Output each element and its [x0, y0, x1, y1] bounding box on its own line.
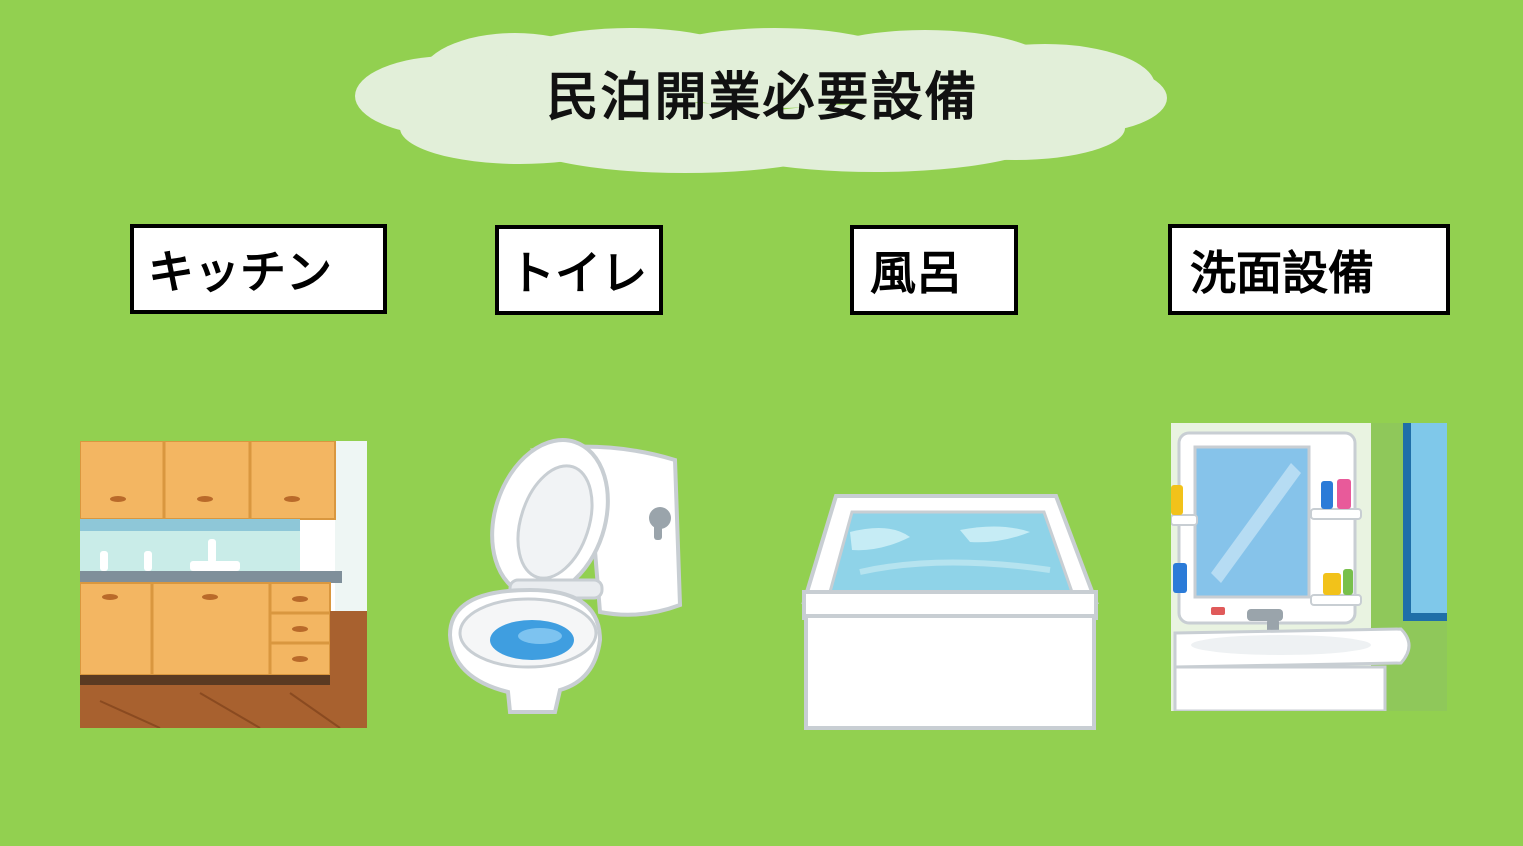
- label-toilet-text: トイレ: [509, 246, 647, 300]
- label-kitchen-text: キッチン: [148, 245, 332, 299]
- kitchen-illustration: [79, 440, 367, 729]
- toilet-illustration: [440, 430, 690, 720]
- page-title: 民泊開業必要設備: [546, 67, 979, 128]
- label-kitchen: キッチン: [130, 224, 387, 314]
- label-bath-text: 風呂: [870, 246, 962, 300]
- washbasin-illustration: [1170, 423, 1447, 713]
- label-washroom: 洗面設備: [1168, 224, 1450, 315]
- title-cloud: 民泊開業必要設備: [355, 28, 1170, 176]
- cloud-shape: [355, 28, 1167, 173]
- label-washroom-text: 洗面設備: [1190, 245, 1374, 300]
- label-toilet: トイレ: [495, 225, 663, 315]
- bathtub-illustration: [800, 492, 1100, 732]
- label-bath: 風呂: [850, 225, 1018, 315]
